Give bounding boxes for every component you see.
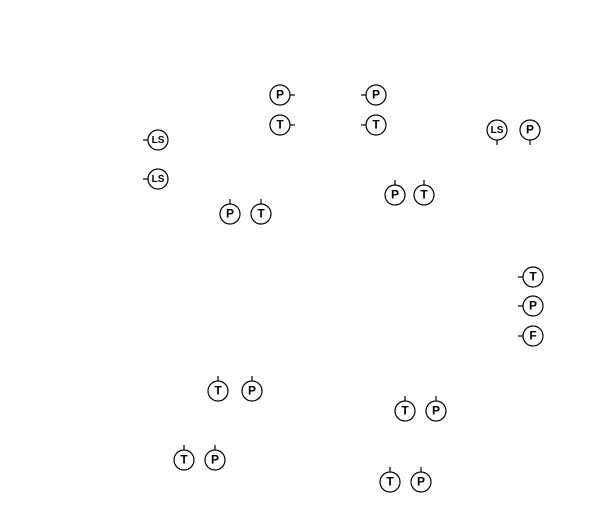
instrument-label: LS (491, 125, 504, 136)
instrument-label: P (226, 207, 234, 221)
instrument-symbol-p7: P (241, 376, 263, 402)
instrument-label: P (526, 123, 534, 137)
instrument-label: P (276, 88, 284, 102)
instrument-label: T (180, 453, 188, 467)
instrument-label: T (257, 207, 265, 221)
instrument-symbol-p9: P (204, 445, 226, 471)
instrument-label: P (248, 384, 256, 398)
instrument-symbol-ls3: LS (486, 119, 508, 145)
instrument-symbol-ls2: LS (143, 168, 169, 190)
instrument-symbol-p8: P (425, 396, 447, 422)
instrument-label: T (276, 118, 284, 132)
instrument-symbol-f1: F (518, 325, 544, 347)
instrument-label: T (420, 188, 428, 202)
instrument-symbol-p4: P (219, 199, 241, 225)
instrument-label: LS (152, 135, 165, 146)
instrument-symbol-p5: P (384, 180, 406, 206)
instrument-symbol-t9: T (379, 467, 401, 493)
instrument-label: T (372, 118, 380, 132)
instrument-symbol-p6: P (518, 295, 544, 317)
instrument-label: T (401, 404, 409, 418)
instrument-label: P (372, 88, 380, 102)
instrument-label: LS (152, 174, 165, 185)
instrument-label: F (529, 329, 536, 343)
instrument-symbol-p10: P (410, 467, 432, 493)
instrument-label: T (529, 270, 537, 284)
instrument-symbol-t3: T (250, 199, 272, 225)
instrument-symbol-ls1: LS (143, 129, 169, 151)
instrument-symbol-p1: P (269, 84, 295, 106)
instrument-symbol-p3: P (519, 119, 541, 145)
instrument-label: T (386, 475, 394, 489)
instrument-label: P (391, 188, 399, 202)
instrument-symbol-t5: T (518, 266, 544, 288)
instrument-symbol-t7: T (394, 396, 416, 422)
instrument-symbols: P T P T LS LS LS P P T P T T P F T P T P T P T P (143, 84, 544, 493)
instrument-symbol-p2: P (361, 84, 387, 106)
instrument-label: T (214, 384, 222, 398)
instrument-symbol-t6: T (207, 376, 229, 402)
instrument-symbol-t4: T (413, 180, 435, 206)
instrument-label: P (529, 299, 537, 313)
instrument-label: P (417, 475, 425, 489)
instrument-symbol-t2: T (361, 114, 387, 136)
instrument-label: P (211, 453, 219, 467)
instrument-symbol-t1: T (269, 114, 295, 136)
instrument-symbol-t8: T (173, 445, 195, 471)
instrument-label: P (432, 404, 440, 418)
